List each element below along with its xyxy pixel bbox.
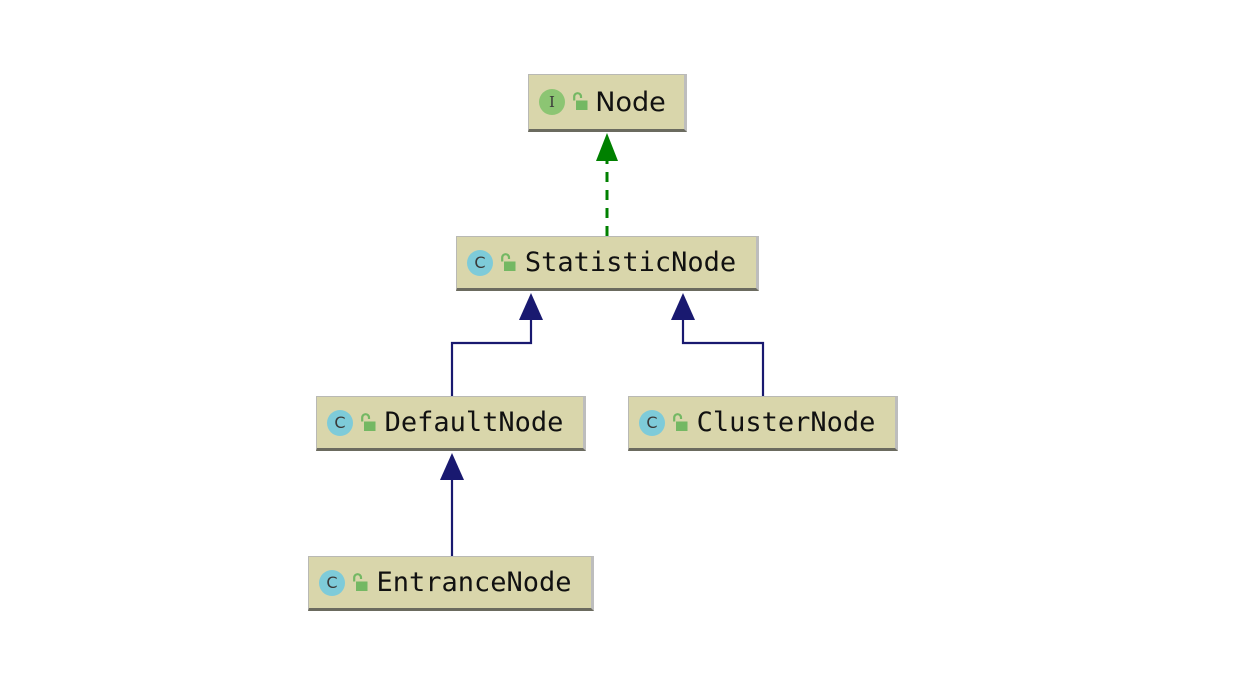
edge-default-extends-statistic [450,293,543,396]
uml-node-label: ClusterNode [696,407,876,438]
interface-icon: I [539,89,565,115]
uml-node-entrancenode[interactable]: C EntranceNode [308,556,594,611]
uml-node-node[interactable]: I Node [528,74,687,132]
open-padlock-icon [571,92,589,112]
edge-cluster-extends-statistic [671,293,765,396]
open-padlock-icon [359,412,377,433]
uml-node-clusternode[interactable]: C ClusterNode [628,396,898,451]
class-icon: C [319,569,345,596]
uml-node-label: StatisticNode [524,247,737,278]
open-padlock-icon [671,412,689,433]
open-padlock-icon [499,252,517,273]
uml-node-defaultnode[interactable]: C DefaultNode [316,396,586,451]
generalization-arrowhead-icon [519,293,543,320]
uml-node-label: DefaultNode [384,407,564,438]
uml-node-statisticnode[interactable]: C StatisticNode [456,236,759,291]
class-icon: C [327,409,353,436]
class-icon: C [639,409,665,436]
generalization-line [450,318,533,396]
uml-node-label: EntranceNode [376,567,572,598]
edge-entrance-extends-default [440,453,464,556]
generalization-line [681,318,765,396]
uml-node-label: Node [595,86,666,118]
open-padlock-icon [351,572,369,593]
realization-arrowhead-icon [596,133,618,161]
generalization-arrowhead-icon [440,453,464,480]
generalization-arrowhead-icon [671,293,695,320]
class-icon: C [467,249,493,276]
edge-statistic-realizes-node [596,133,618,236]
